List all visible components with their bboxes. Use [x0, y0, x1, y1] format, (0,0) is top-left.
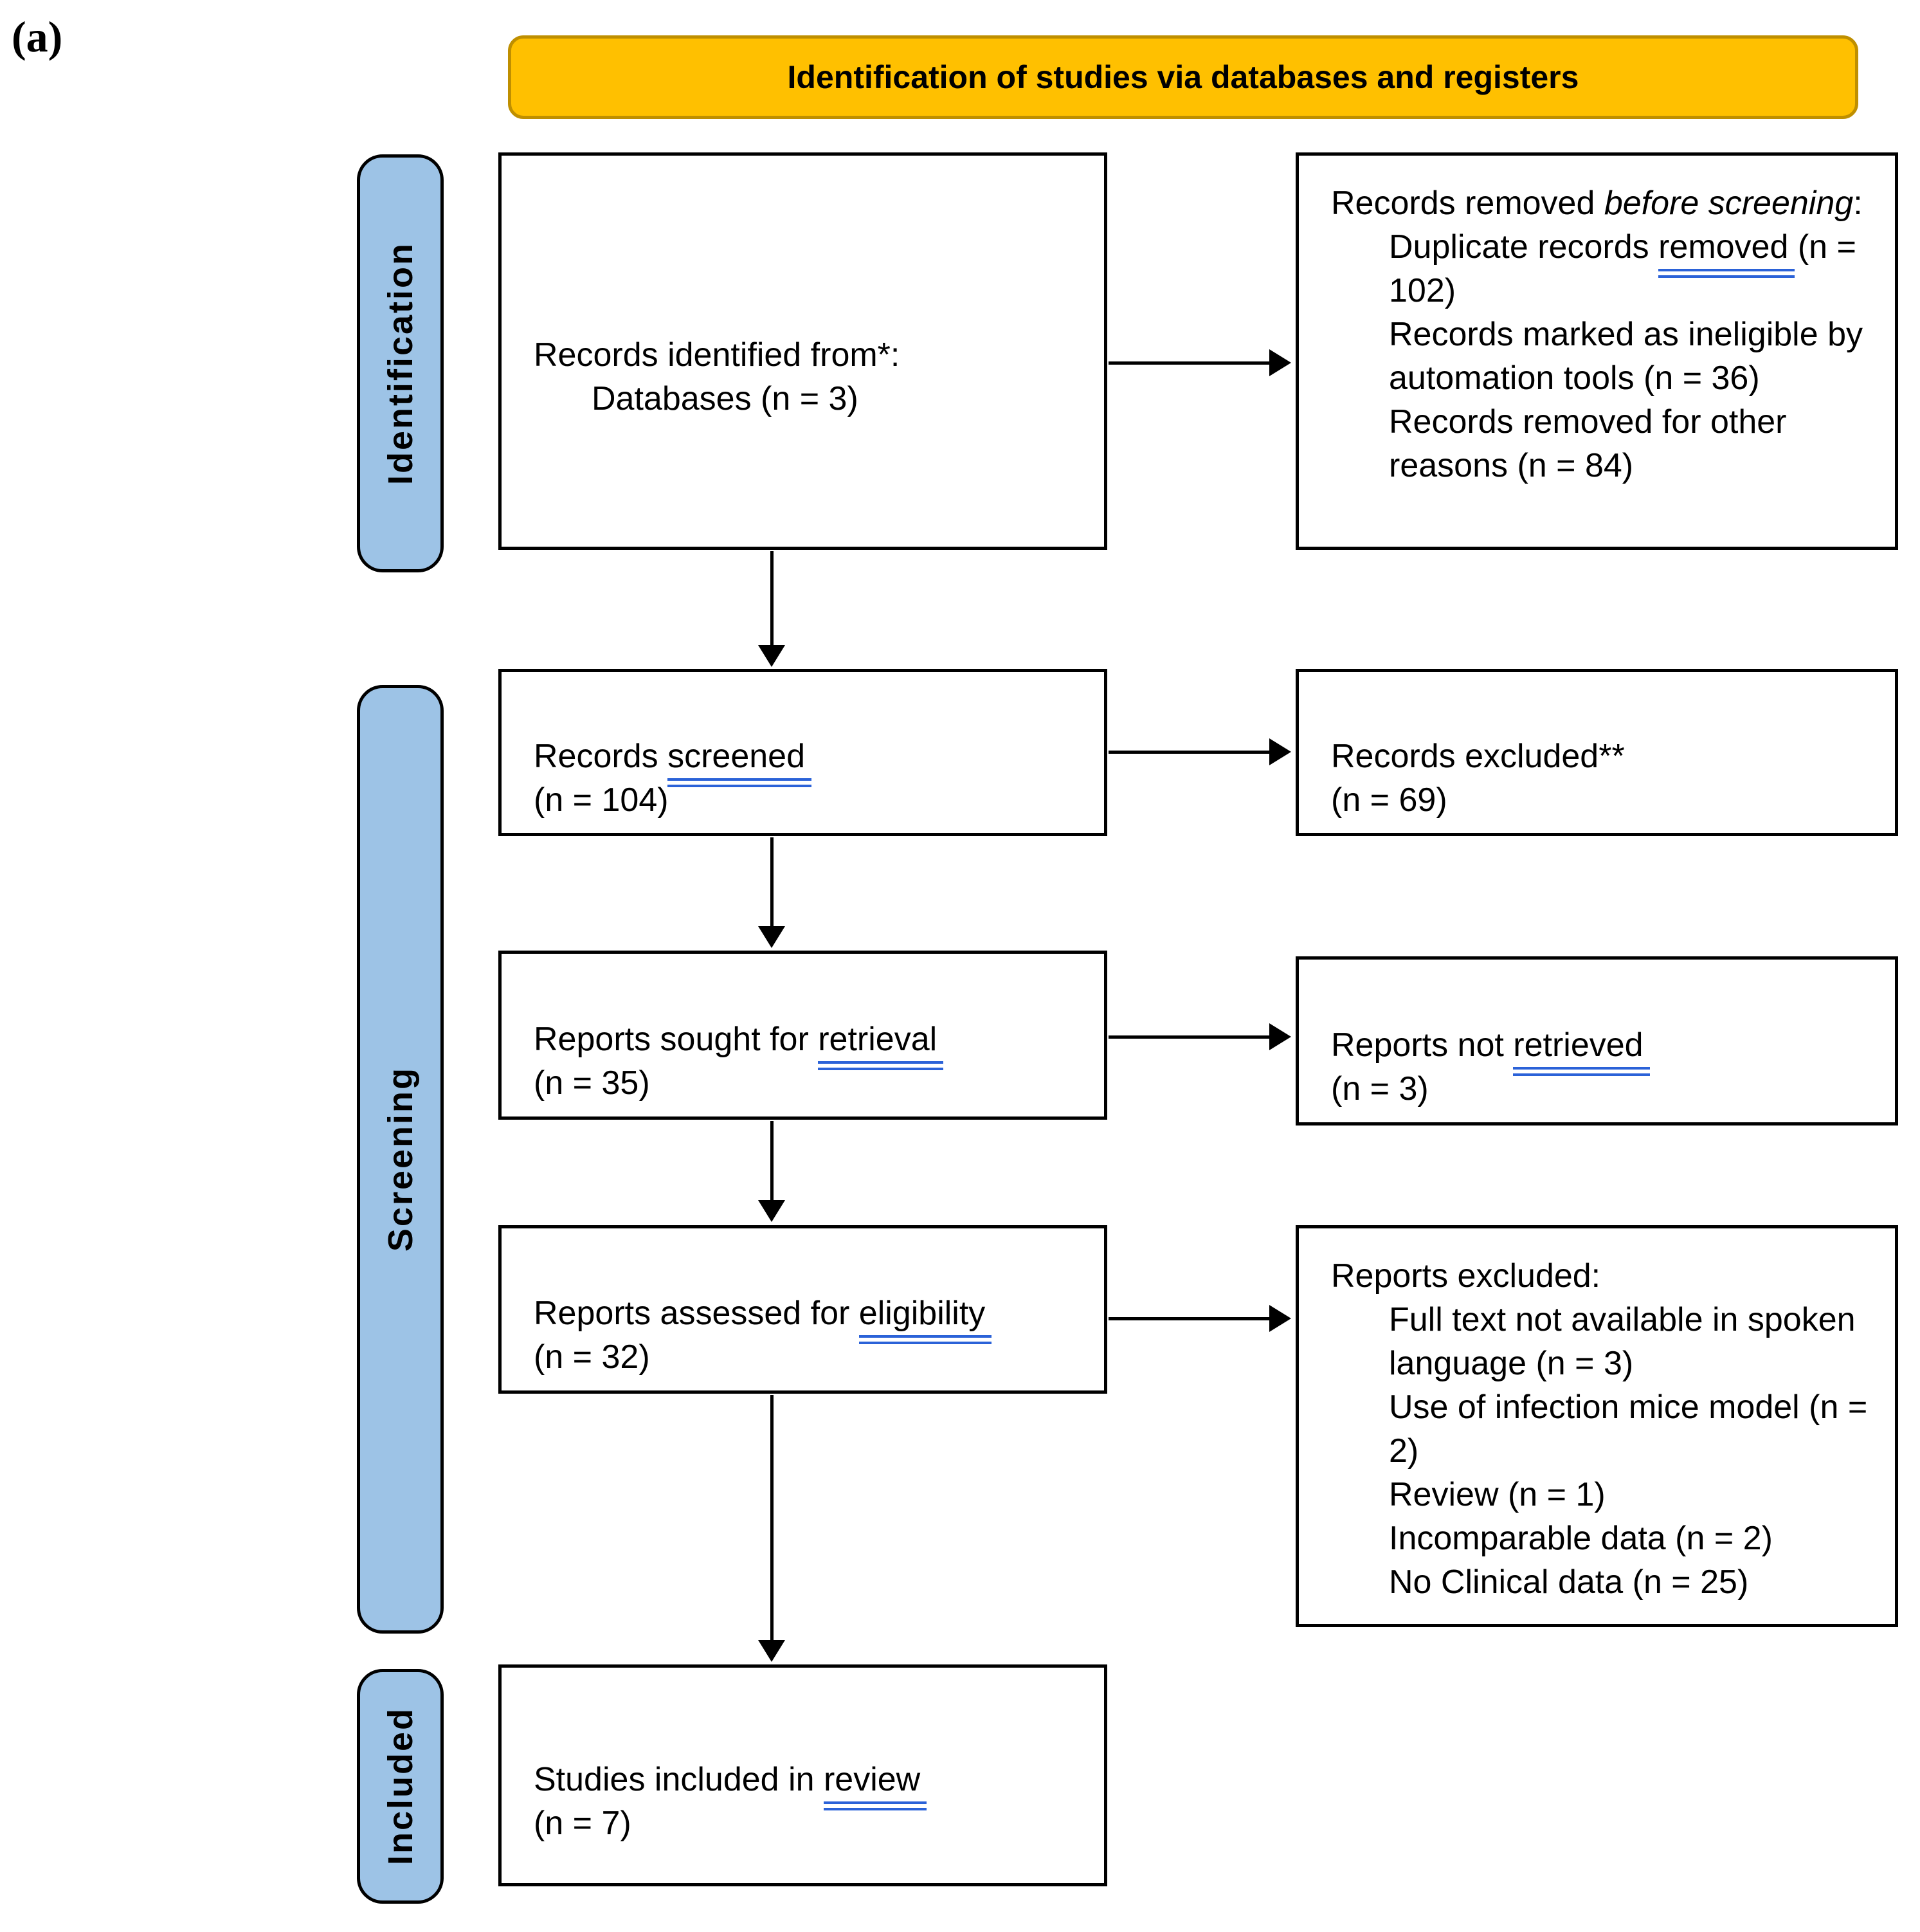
- figure-panel-label: (a): [12, 12, 63, 61]
- stage-identification: Identification: [357, 154, 444, 572]
- reports-not-retrieved-pre: Reports not: [1331, 1026, 1514, 1064]
- records-removed-item1-post: (n = 102): [1389, 228, 1856, 309]
- reports-sought-pre: Reports sought for: [534, 1020, 819, 1058]
- stage-screening: Screening: [357, 685, 444, 1634]
- stage-included: Included: [357, 1669, 444, 1904]
- box-reports-assessed: Reports assessed for eligibility (n = 32…: [498, 1225, 1107, 1394]
- title-banner-text: Identification of studies via databases …: [787, 59, 1579, 95]
- box-records-removed-before-screening: Records removed before screening: Duplic…: [1296, 152, 1898, 550]
- records-removed-item-other: Records removed for other reasons (n = 8…: [1389, 403, 1787, 484]
- reports-excluded-item-no-clinical: No Clinical data (n = 25): [1389, 1563, 1749, 1601]
- reports-assessed-pre: Reports assessed for: [534, 1295, 859, 1332]
- records-removed-title-pre: Records removed: [1331, 185, 1604, 222]
- records-screened-line2: (n = 104): [534, 781, 669, 819]
- box-reports-sought: Reports sought for retrieval (n = 35): [498, 951, 1107, 1120]
- records-removed-item1-underlined: removed: [1658, 225, 1795, 278]
- stage-included-label: Included: [381, 1707, 420, 1866]
- records-removed-title-italic: before screening: [1604, 185, 1854, 222]
- records-identified-line2: Databases (n = 3): [592, 380, 858, 417]
- box-studies-included: Studies included in review (n = 7): [498, 1664, 1107, 1886]
- reports-not-retrieved-line2: (n = 3): [1331, 1070, 1429, 1107]
- records-removed-title-post: :: [1853, 185, 1863, 222]
- reports-assessed-line2: (n = 32): [534, 1338, 650, 1376]
- reports-sought-line1: Reports sought for retrieval: [534, 1017, 1085, 1070]
- reports-excluded-title: Reports excluded:: [1331, 1257, 1601, 1295]
- records-identified-line1: Records identified from*:: [534, 336, 900, 374]
- box-reports-excluded: Reports excluded: Full text not availabl…: [1296, 1225, 1898, 1627]
- title-banner: Identification of studies via databases …: [508, 35, 1858, 119]
- stage-screening-label: Screening: [381, 1066, 420, 1252]
- studies-included-pre: Studies included in: [534, 1760, 824, 1798]
- records-excluded-line2: (n = 69): [1331, 781, 1447, 819]
- reports-excluded-item-incomparable: Incomparable data (n = 2): [1389, 1520, 1773, 1557]
- studies-included-underlined: review: [823, 1758, 927, 1810]
- reports-excluded-item-fulltext: Full text not available in spoken langua…: [1389, 1301, 1856, 1382]
- box-records-excluded: Records excluded** (n = 69): [1296, 669, 1898, 836]
- records-screened-underlined: screened: [667, 734, 811, 787]
- box-records-identified: Records identified from*: Databases (n =…: [498, 152, 1107, 550]
- records-screened-line1: Records screened: [534, 734, 1085, 787]
- reports-sought-line2: (n = 35): [534, 1064, 650, 1102]
- records-removed-item1-pre: Duplicate records: [1389, 228, 1659, 266]
- reports-sought-underlined: retrieval: [818, 1017, 944, 1070]
- reports-excluded-item-mice-model: Use of infection mice model (n = 2): [1389, 1389, 1868, 1470]
- records-removed-item-duplicates: Duplicate records removed (n = 102): [1389, 225, 1876, 313]
- records-excluded-line1: Records excluded**: [1331, 738, 1625, 775]
- records-removed-item-automation: Records marked as ineligible by automati…: [1389, 316, 1863, 397]
- studies-included-line2: (n = 7): [534, 1804, 631, 1842]
- box-records-screened: Records screened (n = 104): [498, 669, 1107, 836]
- records-screened-pre: Records: [534, 738, 668, 775]
- stage-identification-label: Identification: [381, 242, 420, 485]
- reports-excluded-item-review: Review (n = 1): [1389, 1476, 1606, 1513]
- reports-assessed-line1: Reports assessed for eligibility: [534, 1291, 1085, 1344]
- box-reports-not-retrieved: Reports not retrieved (n = 3): [1296, 956, 1898, 1125]
- reports-not-retrieved-line1: Reports not retrieved: [1331, 1023, 1876, 1076]
- reports-not-retrieved-underlined: retrieved: [1513, 1023, 1650, 1076]
- studies-included-line1: Studies included in review: [534, 1758, 1085, 1810]
- reports-assessed-underlined: eligibility: [858, 1291, 992, 1344]
- records-removed-title: Records removed before screening:: [1331, 181, 1876, 225]
